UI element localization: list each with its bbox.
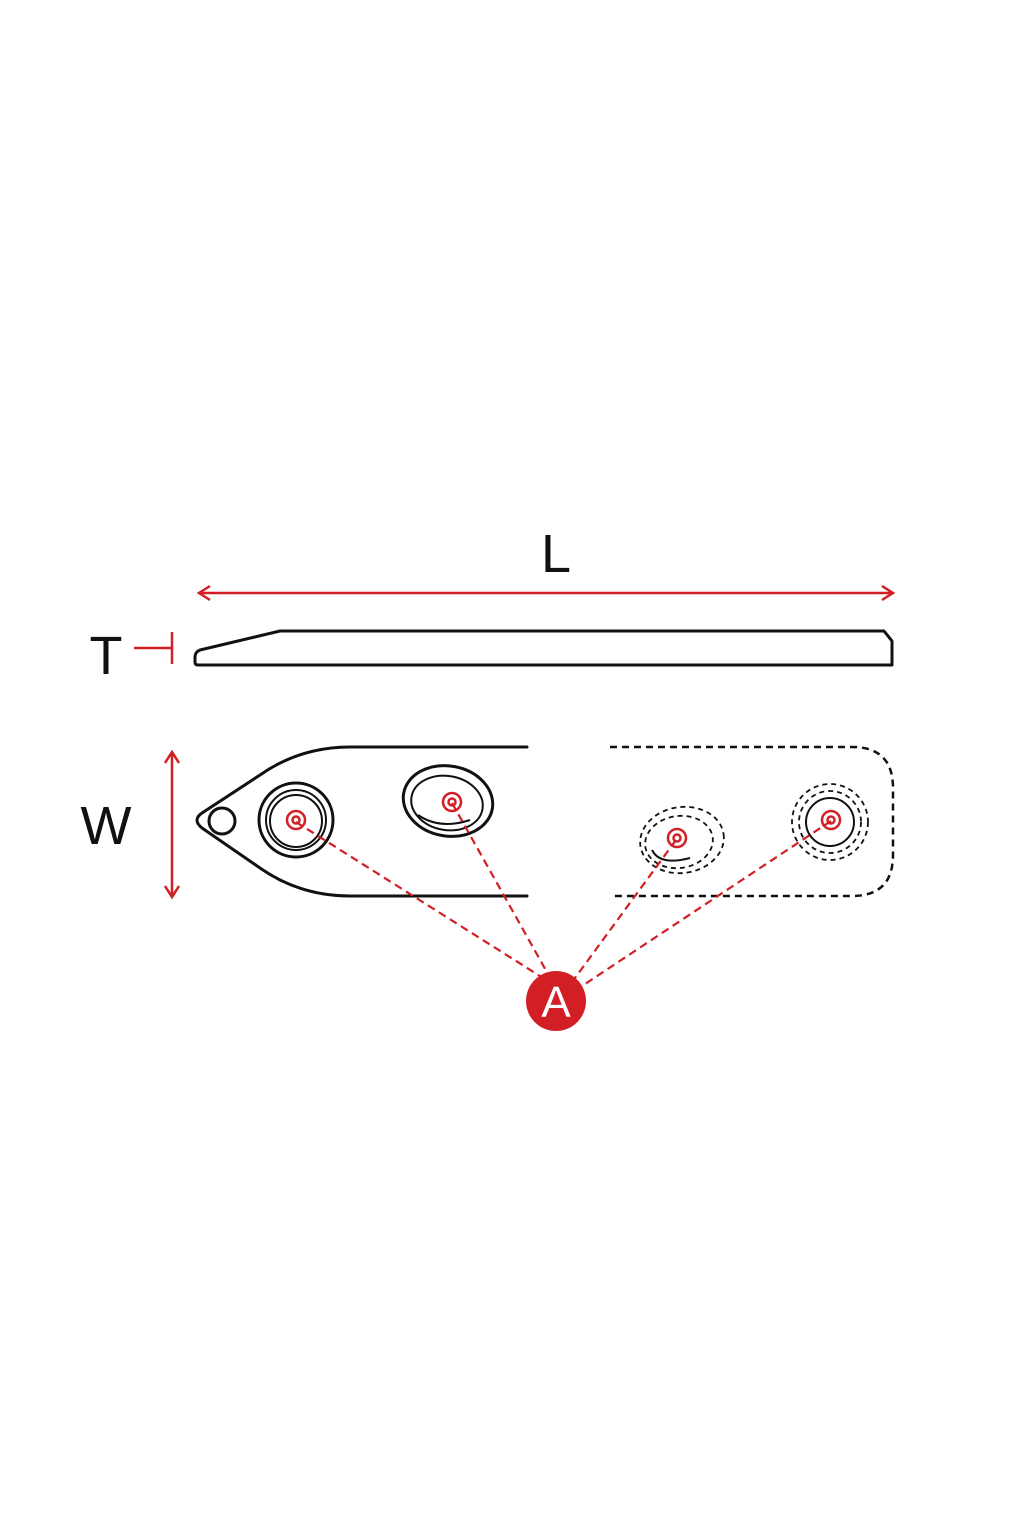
target-mark-2 xyxy=(441,791,463,813)
thickness-label: T xyxy=(90,626,123,686)
plate-outline-dashed xyxy=(610,745,895,898)
target-mark-3 xyxy=(666,827,688,849)
side-profile-outline xyxy=(193,629,894,667)
side-profile xyxy=(193,629,894,667)
callout-leaders xyxy=(285,791,842,987)
callout-badge: A xyxy=(526,971,586,1031)
callout-badge-circle xyxy=(526,971,586,1031)
leader-hole-4 xyxy=(581,820,832,987)
width-arrow-top xyxy=(163,749,181,764)
length-arrow-right xyxy=(881,584,896,602)
hole-2 xyxy=(401,764,495,838)
callout-label: A xyxy=(541,978,571,1027)
hole-1 xyxy=(257,781,335,859)
leader-hole-2 xyxy=(451,802,549,975)
plate-outline-solid xyxy=(195,745,529,898)
plate-top-view xyxy=(195,745,895,898)
target-mark-4 xyxy=(820,809,842,831)
hole-4 xyxy=(791,783,869,861)
target-mark-1 xyxy=(285,809,307,831)
hole-3 xyxy=(639,805,725,875)
width-dimension: W xyxy=(81,749,181,900)
thickness-dimension: T xyxy=(90,626,174,686)
width-label: W xyxy=(81,796,132,856)
leader-hole-3 xyxy=(574,839,677,979)
length-dimension: L xyxy=(196,524,896,602)
width-arrow-bottom xyxy=(163,885,181,900)
hanging-hole xyxy=(207,806,237,836)
leader-hole-1 xyxy=(295,821,544,979)
length-arrow-left xyxy=(196,584,211,602)
length-label: L xyxy=(541,524,571,584)
